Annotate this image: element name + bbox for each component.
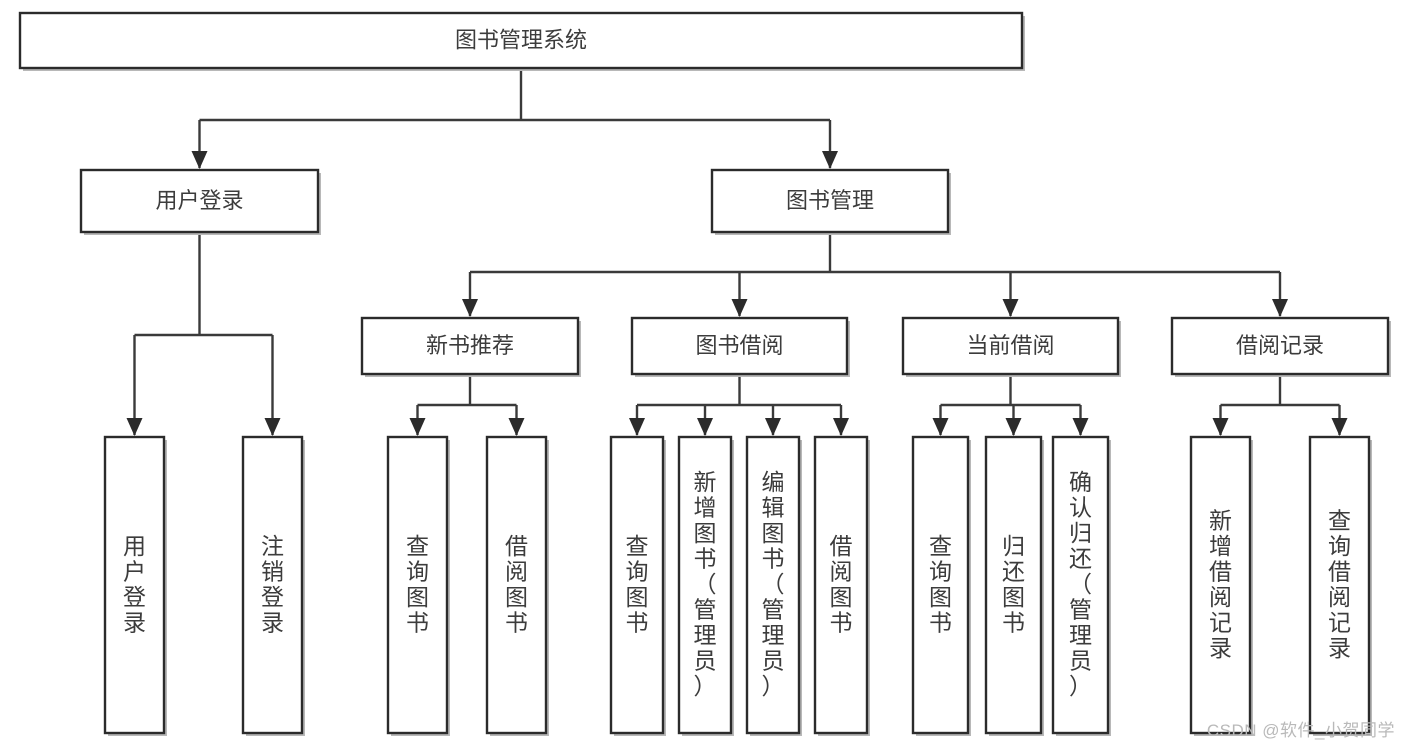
arrowhead-icon [1002,299,1019,317]
node-label: 图书管理系统 [455,27,587,52]
node-label: 用户登录 [155,188,243,213]
node-level3-0[interactable]: 新书推荐 [360,316,581,377]
arrowhead-icon [1272,299,1288,317]
node-leaf-12[interactable]: 查询借阅记录 [1308,435,1372,736]
node-label: 借阅图书 [830,533,853,636]
node-leaf-10[interactable]: 确认归还（管理员） [1051,435,1111,736]
arrowhead-icon [731,299,748,317]
arrowhead-icon [629,418,645,436]
node-label: 查询图书 [929,533,952,636]
arrowhead-icon [508,418,525,436]
arrowhead-icon [1331,418,1348,436]
node-level3-1[interactable]: 图书借阅 [630,316,850,377]
arrowhead-icon [1212,418,1229,436]
node-leaf-3[interactable]: 借阅图书 [485,435,549,736]
arrowhead-icon [1072,418,1089,436]
node-label: 新书推荐 [426,333,514,358]
node-label: 新增图书（管理员） [694,469,717,699]
arrowhead-icon [409,418,426,436]
watermark-text: CSDN @软件_小贺同学 [1206,721,1395,740]
node-label: 新增借阅记录 [1209,507,1232,661]
node-label: 注销登录 [261,533,284,636]
arrowhead-icon [1005,418,1022,436]
node-leaf-5[interactable]: 新增图书（管理员） [677,435,734,736]
node-leaf-0[interactable]: 用户登录 [103,435,167,736]
node-leaf-2[interactable]: 查询图书 [386,435,450,736]
node-label: 查询图书 [406,533,429,636]
arrowhead-icon [932,418,949,436]
arrowhead-icon [822,151,838,169]
node-label: 确认归还（管理员） [1069,469,1092,699]
node-leaf-8[interactable]: 查询图书 [911,435,971,736]
node-leaf-7[interactable]: 借阅图书 [813,435,870,736]
arrowhead-icon [462,299,478,317]
node-label: 编辑图书（管理员） [762,469,785,699]
node-leaf-9[interactable]: 归还图书 [984,435,1044,736]
node-layer: 图书管理系统用户登录图书管理新书推荐图书借阅当前借阅借阅记录用户登录注销登录查询… [18,11,1391,736]
node-label: 图书借阅 [695,333,783,358]
arrowhead-icon [191,151,208,169]
node-label: 图书管理 [786,188,874,213]
node-level3-3[interactable]: 借阅记录 [1170,316,1391,377]
node-label: 归还图书 [1002,533,1025,636]
node-level2-0[interactable]: 用户登录 [79,168,321,235]
arrowhead-icon [833,418,849,436]
arrowhead-icon [264,418,281,436]
node-label: 借阅图书 [505,533,528,636]
arrowhead-icon [697,418,713,436]
arrowhead-icon [126,418,143,436]
node-label: 查询图书 [626,533,649,636]
node-label: 查询借阅记录 [1328,507,1351,661]
node-level3-2[interactable]: 当前借阅 [901,316,1121,377]
node-leaf-6[interactable]: 编辑图书（管理员） [745,435,802,736]
node-label: 当前借阅 [966,333,1054,358]
node-leaf-4[interactable]: 查询图书 [609,435,666,736]
connector-layer [126,68,1348,436]
node-root-图书管理系统[interactable]: 图书管理系统 [18,11,1025,71]
node-leaf-11[interactable]: 新增借阅记录 [1189,435,1253,736]
arrowhead-icon [765,418,781,436]
node-label: 用户登录 [123,533,146,636]
node-level2-1[interactable]: 图书管理 [710,168,951,235]
node-label: 借阅记录 [1236,333,1324,358]
node-leaf-1[interactable]: 注销登录 [241,435,305,736]
